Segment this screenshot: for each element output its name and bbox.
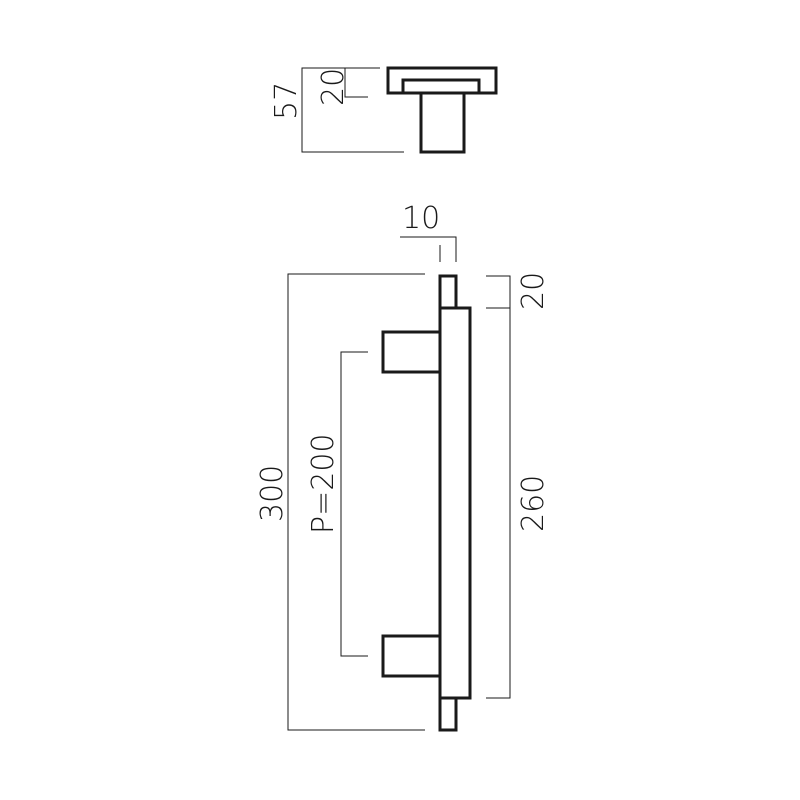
bar-10-label: 10 bbox=[402, 201, 440, 236]
total-300-dimension-line bbox=[287, 273, 425, 731]
bar-body bbox=[438, 306, 472, 700]
top-view-stem bbox=[419, 91, 466, 154]
top-view-20-dimension-line bbox=[344, 67, 368, 98]
top-view: 57 20 bbox=[269, 66, 498, 154]
bar-20-label: 20 bbox=[516, 272, 551, 310]
side-view: 10 20 300 P=200 260 bbox=[255, 201, 551, 732]
top-view-20-label: 20 bbox=[316, 68, 351, 106]
top-view-plate-inner bbox=[401, 78, 481, 95]
bar-top-end bbox=[438, 274, 458, 310]
pitch-200-dimension-line bbox=[340, 351, 368, 657]
bottom-post bbox=[381, 634, 442, 678]
bar-10-dimension-line bbox=[400, 236, 457, 262]
top-post bbox=[381, 330, 442, 374]
bar-bottom-end bbox=[438, 696, 458, 732]
span-260-dimension-line bbox=[486, 307, 511, 699]
top-view-57-label: 57 bbox=[269, 82, 304, 120]
top-view-57-dimension-line bbox=[301, 67, 404, 153]
bar-20-dimension-line bbox=[486, 275, 511, 309]
pitch-200-label: P=200 bbox=[306, 434, 341, 535]
total-300-label: 300 bbox=[255, 465, 290, 522]
span-260-label: 260 bbox=[516, 475, 551, 532]
